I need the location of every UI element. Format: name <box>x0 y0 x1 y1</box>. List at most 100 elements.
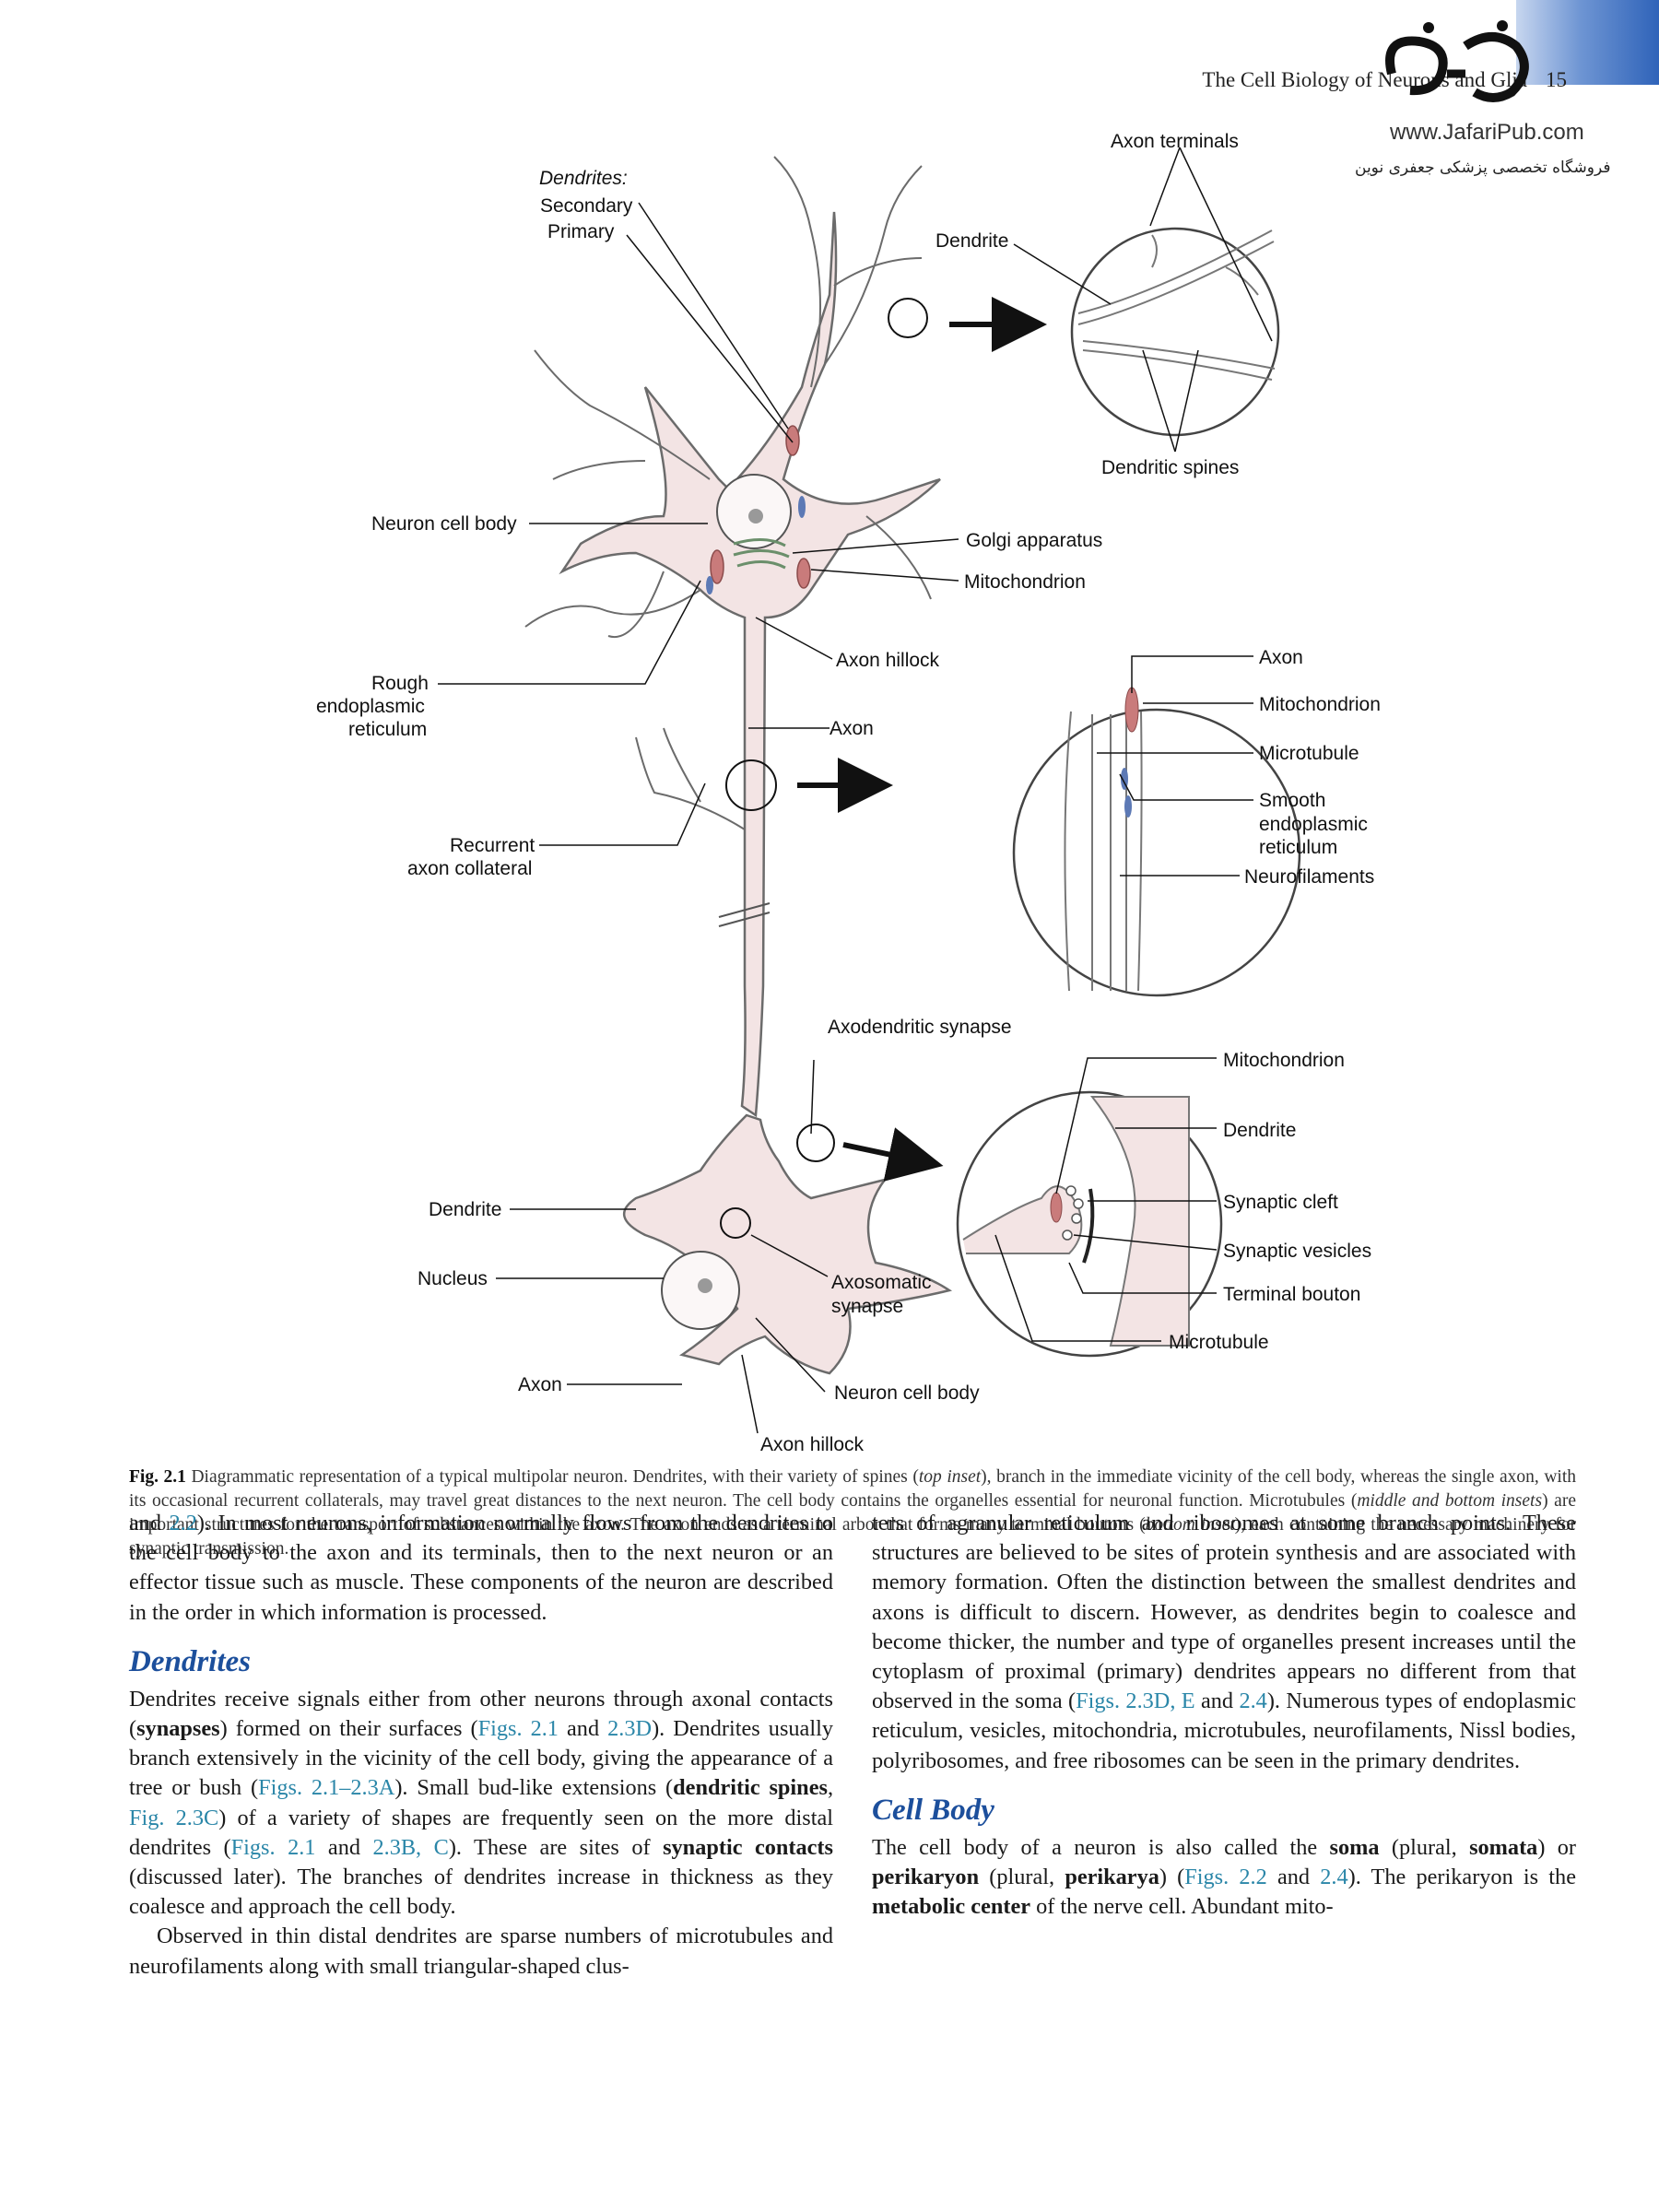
figure-ref-link[interactable]: 2.2 <box>169 1511 197 1535</box>
label-golgi: Golgi apparatus <box>966 530 1102 551</box>
dendrite-branches <box>524 156 932 830</box>
neuron-diagram: Dendrites: Secondary Primary Dendrite Ax… <box>316 131 1381 1455</box>
text: ). The perikaryon is the <box>1347 1865 1576 1890</box>
text: ters of agranular reticulum and ribosome… <box>872 1511 1576 1714</box>
right-column: ters of agranular reticulum and ribosome… <box>872 1509 1576 1922</box>
text: ). In most neurons, information normally… <box>129 1511 833 1625</box>
bold-term: somata <box>1469 1834 1538 1860</box>
figure-ref-link[interactable]: Figs. 2.2 <box>1184 1865 1267 1890</box>
text: ). Small bud-like extensions ( <box>394 1775 674 1801</box>
middle-inset-axon <box>1064 711 1143 992</box>
figure-ref-link[interactable]: 2.3D <box>607 1716 653 1742</box>
label-axon-hillock: Axon hillock <box>836 650 940 671</box>
text: Dendrites receive signals either from ot… <box>129 1686 833 1742</box>
figure-ref-link[interactable]: Figs. 2.1 <box>230 1834 316 1860</box>
left-paragraph-1: and 2.2). In most neurons, information n… <box>129 1509 833 1628</box>
rough-er-upper <box>706 496 806 594</box>
figure-ref-link[interactable]: Figs. 2.1 <box>477 1716 559 1742</box>
nucleolus-upper <box>748 509 763 524</box>
top-inset-circle <box>1070 227 1280 437</box>
label-dendritic-spines: Dendritic spines <box>1101 457 1239 478</box>
text: and <box>1194 1688 1240 1714</box>
watermark-url: www.JafariPub.com <box>1390 120 1584 145</box>
bottom-inset-vesicles <box>1062 1185 1084 1241</box>
label-bottom-mitochondrion: Mitochondrion <box>1223 1050 1345 1071</box>
text: and <box>558 1716 608 1742</box>
label-mitochondrion-upper: Mitochondrion <box>964 571 1086 593</box>
label-terminal-bouton: Terminal bouton <box>1223 1284 1360 1305</box>
right-paragraph-2: The cell body of a neuron is also called… <box>872 1833 1576 1923</box>
text: and <box>315 1834 373 1860</box>
label-primary: Primary <box>547 221 615 242</box>
label-axon-hillock-lower: Axon hillock <box>760 1434 865 1455</box>
bold-term: perikarya <box>1065 1865 1159 1890</box>
caption-italic-3: bottom inset <box>1145 1515 1235 1535</box>
caption-text-2: ), branch in the immediate vicinity of t… <box>129 1467 1576 1511</box>
axon-break-symbol <box>718 902 771 927</box>
bold-term: soma <box>1329 1834 1380 1860</box>
figure-ref-link[interactable]: 2.4 <box>1320 1865 1348 1890</box>
caption-number: Fig. 2.1 <box>129 1467 186 1487</box>
label-rough-er-2: endoplasmic <box>316 696 425 717</box>
figure-ref-link[interactable]: Figs. 2.3D, E <box>1076 1688 1195 1714</box>
golgi-upper <box>733 538 790 570</box>
text: , <box>827 1775 834 1801</box>
figure-ref-link[interactable]: Fig. 2.3C <box>129 1805 219 1830</box>
bottom-inset-marker <box>796 1124 835 1162</box>
middle-inset-marker <box>725 759 777 811</box>
text: ). These are sites of <box>448 1834 664 1860</box>
caption-text-4: ), each containing the necessary machine… <box>129 1515 1577 1559</box>
text: The cell body of a neuron is also called… <box>872 1834 1330 1860</box>
label-recurrent-1: Recurrent <box>450 835 535 856</box>
text: ). Dendrites usually branch extensively … <box>129 1716 833 1801</box>
label-synaptic-vesicles: Synaptic vesicles <box>1223 1241 1371 1262</box>
figure-labels: Dendrites: Secondary Primary Dendrite Ax… <box>316 131 1381 1455</box>
text: of the nerve cell. Abundant mito- <box>1030 1894 1334 1920</box>
figure-caption: Fig. 2.1 Diagrammatic representation of … <box>129 1465 1576 1561</box>
mitochondria-upper <box>710 425 811 589</box>
bottom-inset-dendrite-shape <box>1089 1096 1190 1347</box>
label-axodendritic: Axodendritic synapse <box>828 1017 1012 1038</box>
label-axon: Axon <box>830 718 874 739</box>
label-rough-er-3: reticulum <box>348 719 427 740</box>
figure-ref-link[interactable]: 2.4 <box>1239 1688 1267 1714</box>
label-mid-axon: Axon <box>1259 647 1303 668</box>
leader-lines <box>438 147 1273 1434</box>
label-nucleus: Nucleus <box>418 1268 488 1289</box>
middle-inset-circle <box>1012 708 1301 997</box>
left-paragraph-2: Dendrites receive signals either from ot… <box>129 1685 833 1923</box>
label-axosomatic-2: synapse <box>831 1296 903 1317</box>
left-paragraph-3: Observed in thin distal dendrites are sp… <box>129 1924 833 1979</box>
right-paragraph-1: ters of agranular reticulum and ribosome… <box>872 1509 1576 1776</box>
section-heading-cell-body: Cell Body <box>872 1793 994 1827</box>
figure-ref-link[interactable]: 2.3B, C <box>372 1834 449 1860</box>
label-neurofilaments: Neurofilaments <box>1244 866 1374 888</box>
text: (plural, <box>1379 1834 1470 1860</box>
publisher-logo <box>1385 20 1529 102</box>
upper-neuron <box>559 211 953 1375</box>
bold-term: synapses <box>136 1716 220 1742</box>
bottom-inset-mitochondrion <box>1050 1192 1063 1223</box>
page-number: 15 <box>1546 68 1567 91</box>
middle-inset-smooth-er <box>1121 768 1132 818</box>
label-rough-er-1: Rough <box>371 673 429 694</box>
caption-italic-1: top inset <box>918 1467 982 1487</box>
figure-ref-link[interactable]: Figs. 2.1–2.3A <box>258 1775 395 1801</box>
top-inset-dendrites <box>1077 229 1276 381</box>
bold-term: perikaryon <box>872 1865 980 1890</box>
text: (plural, <box>979 1865 1065 1890</box>
corner-color-band <box>1516 0 1659 85</box>
top-inset-marker <box>888 298 928 338</box>
bold-term: synaptic contacts <box>663 1834 833 1860</box>
label-mid-mitochondrion: Mitochondrion <box>1259 694 1381 715</box>
nucleolus-lower <box>698 1278 712 1293</box>
bold-term: metabolic center <box>872 1894 1031 1920</box>
label-secondary: Secondary <box>540 195 633 217</box>
bottom-inset-synaptic-cleft <box>1082 1188 1095 1264</box>
label-synaptic-cleft: Synaptic cleft <box>1223 1192 1338 1213</box>
axosomatic-marker <box>720 1207 751 1239</box>
label-axosomatic-1: Axosomatic <box>831 1272 932 1293</box>
text: (discussed later). The branches of dendr… <box>129 1865 833 1920</box>
text: ) ( <box>1159 1865 1185 1890</box>
text: ). Numerous types of endoplasmic reticul… <box>872 1688 1576 1773</box>
